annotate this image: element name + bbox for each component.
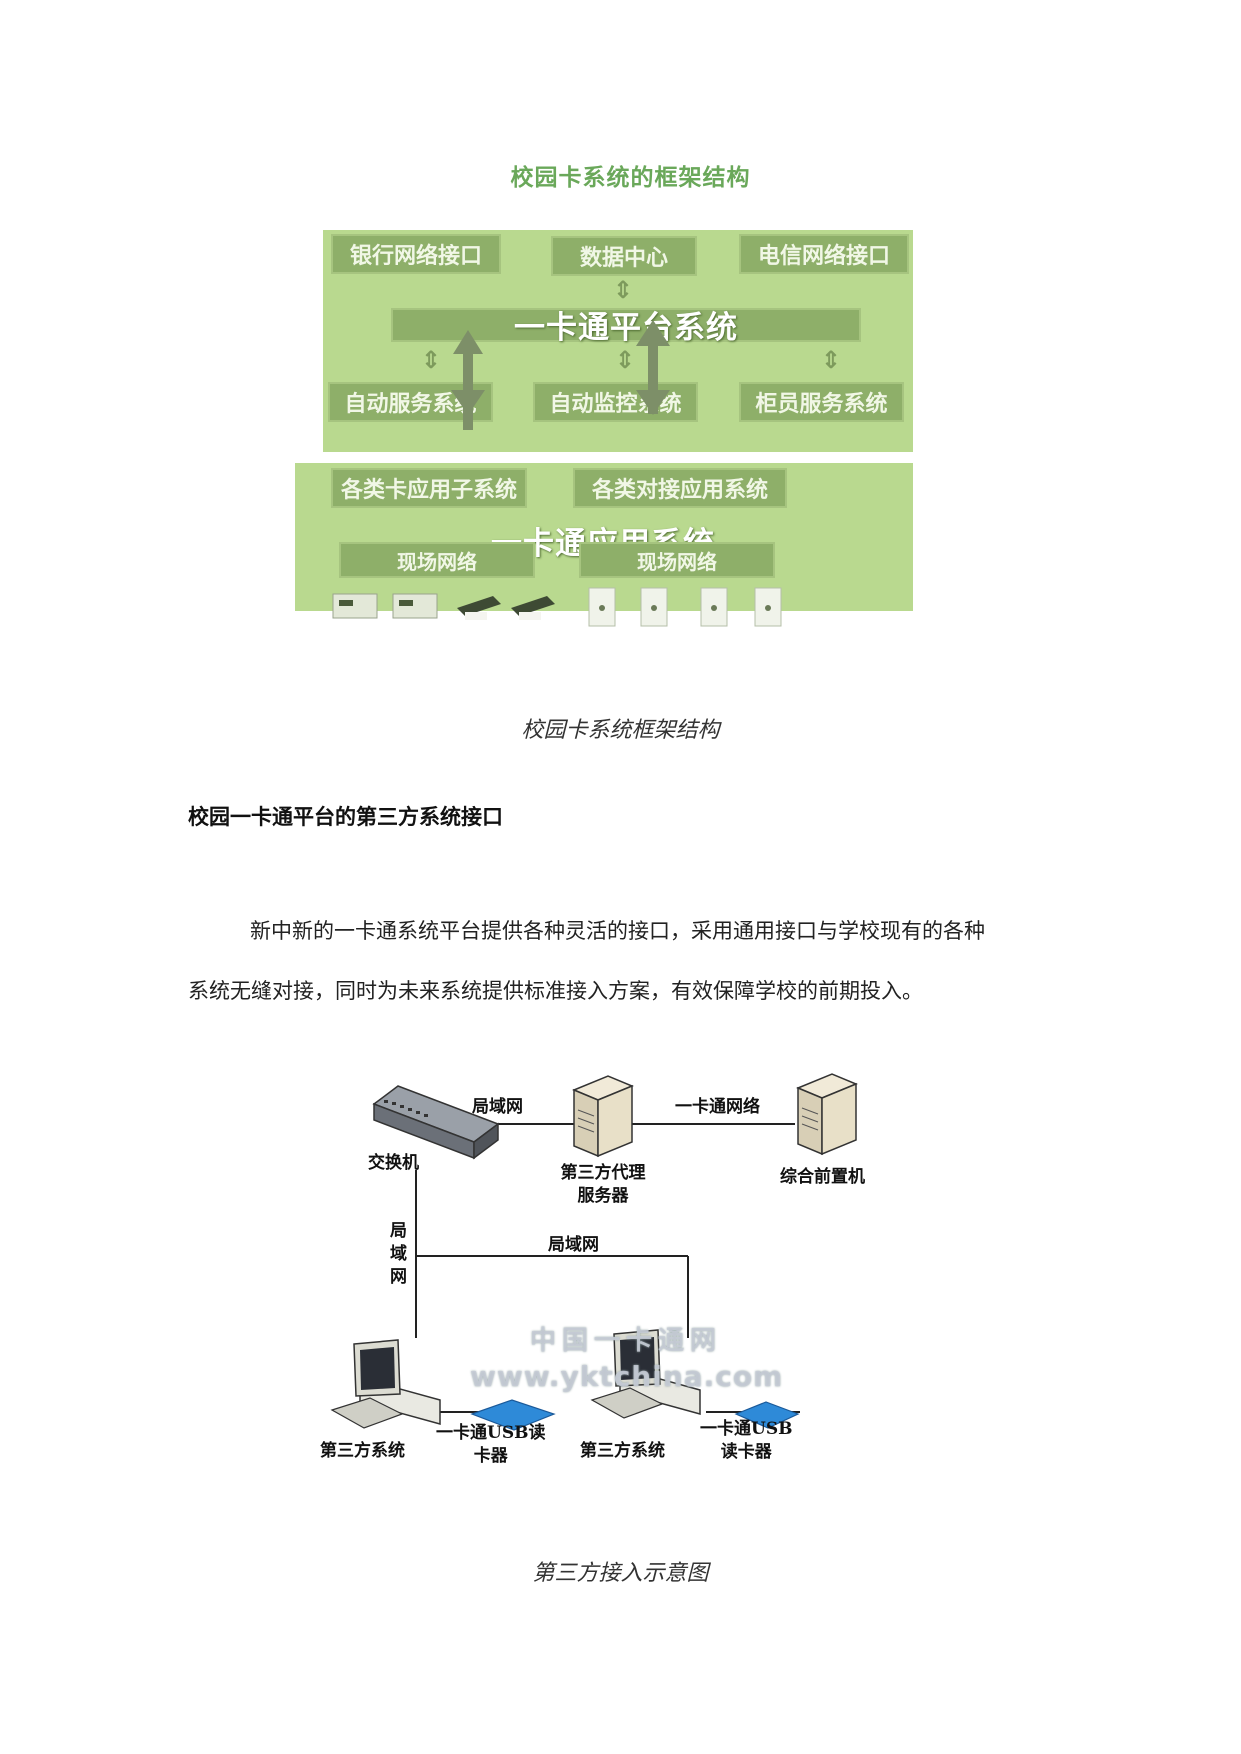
third-party-system-right-label: 第三方系统 xyxy=(580,1441,665,1461)
usb-reader-left-label-line1: 一卡通USB读 xyxy=(436,1423,546,1443)
field-network-box-right: 现场网络 xyxy=(579,542,775,578)
proxy-server-label-line1: 第三方代理 xyxy=(560,1163,646,1183)
front-machine-label: 综合前置机 xyxy=(780,1167,865,1187)
field-network-box-left: 现场网络 xyxy=(339,542,535,578)
watermark-chinese: 中国一卡通网 xyxy=(530,1326,723,1356)
proxy-server-label: 第三方代理 服务器 xyxy=(548,1162,658,1208)
pos-terminal-icon xyxy=(457,596,555,620)
usb-reader-icon-right xyxy=(734,1401,800,1429)
proxy-server-label-line2: 服务器 xyxy=(577,1185,629,1206)
figure2-caption: 第三方接入示意图 xyxy=(532,1561,709,1586)
lan-vertical-char-2: 域 xyxy=(390,1243,407,1264)
paragraph-line-2: 系统无缝对接，同时为未来系统提供标准接入方案，有效保障学校的前期投入。 xyxy=(188,979,923,1003)
door-reader-icon xyxy=(588,587,782,627)
section-heading: 校园一卡通平台的第三方系统接口 xyxy=(188,805,503,829)
third-party-network-figure: 交换机 局域网 第三方代理 服务器 一卡通网络 综合前置机 局 域 网 局域网 … xyxy=(320,1060,910,1530)
lan-vertical-char-3: 网 xyxy=(390,1266,407,1287)
updown-arrow-icon: ⇕ xyxy=(615,346,636,374)
lan-vertical-char-1: 局 xyxy=(390,1221,407,1241)
teller-service-box: 柜员服务系统 xyxy=(739,382,904,422)
card-reader-icon xyxy=(332,593,438,619)
data-center-box: 数据中心 xyxy=(551,236,697,276)
usb-reader-icon-left xyxy=(470,1399,556,1431)
front-machine-icon xyxy=(796,1073,858,1156)
watermark-url: www.yktchina.com xyxy=(470,1360,784,1393)
proxy-server-icon xyxy=(572,1075,634,1158)
switch-label: 交换机 xyxy=(368,1153,419,1173)
usb-reader-left-label-line2: 卡器 xyxy=(473,1445,508,1466)
framework-figure: 校园卡系统的框架结构 银行网络接口 数据中心 电信网络接口 ⇕ 一卡通平台系统 … xyxy=(295,150,938,670)
bidirectional-arrows xyxy=(451,320,670,430)
lan-vertical-label: 局 域 网 xyxy=(390,1220,407,1289)
updown-arrow-icon: ⇕ xyxy=(821,346,842,374)
updown-arrow-icon: ⇕ xyxy=(421,346,442,374)
lan-label-top: 局域网 xyxy=(472,1097,523,1117)
bank-interface-box: 银行网络接口 xyxy=(331,234,501,274)
figure1-caption: 校园卡系统框架结构 xyxy=(521,718,720,743)
usb-reader-right-label-line2: 读卡器 xyxy=(720,1441,772,1462)
usb-reader-left-label: 一卡通USB读 卡器 xyxy=(436,1422,545,1468)
telecom-interface-box: 电信网络接口 xyxy=(739,234,909,274)
card-app-subsystem-box: 各类卡应用子系统 xyxy=(331,468,527,508)
card-network-label: 一卡通网络 xyxy=(675,1097,760,1117)
platform-label: 一卡通平台系统 xyxy=(514,310,738,346)
docking-app-system-box: 各类对接应用系统 xyxy=(573,468,787,508)
usb-reader-right-label: 一卡通USB 读卡器 xyxy=(700,1418,792,1464)
computer-icon-right xyxy=(590,1329,701,1419)
computer-icon-left xyxy=(330,1339,441,1429)
lan-label-mid: 局域网 xyxy=(548,1235,599,1255)
updown-arrow-icon: ⇕ xyxy=(613,276,634,304)
paragraph-line-1: 新中新的一卡通系统平台提供各种灵活的接口，采用通用接口与学校现有的各种 xyxy=(250,919,985,943)
usb-reader-right-label-line1: 一卡通USB xyxy=(700,1419,793,1439)
switch-icon xyxy=(372,1085,500,1160)
third-party-system-left-label: 第三方系统 xyxy=(320,1441,405,1461)
framework-title: 校园卡系统的框架结构 xyxy=(510,165,751,191)
terminal-devices xyxy=(332,578,782,627)
